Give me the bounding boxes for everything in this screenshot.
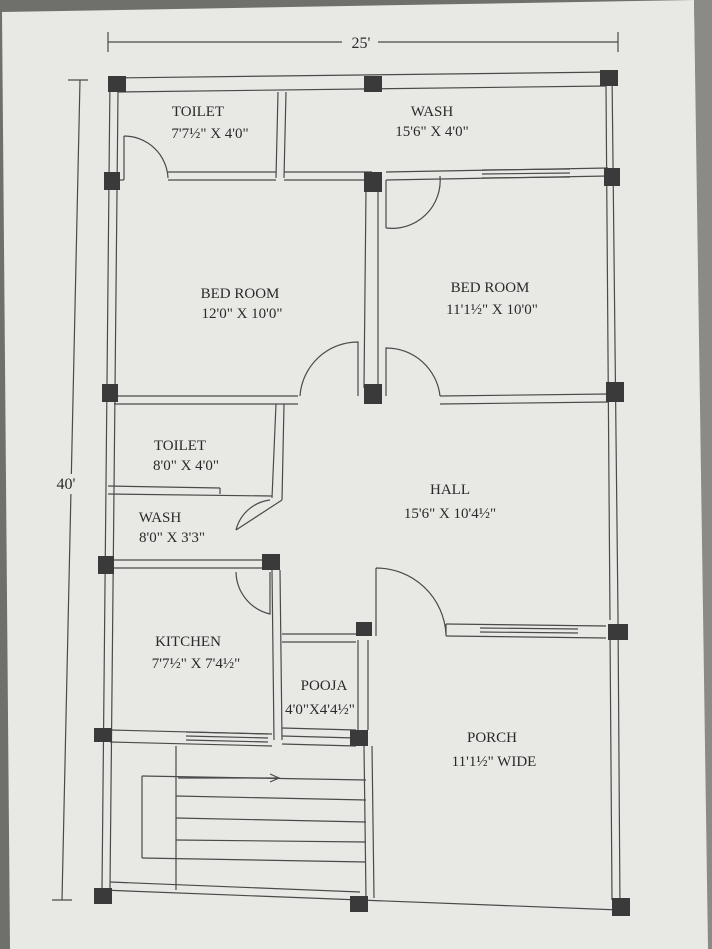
bedroom-left-name: BED ROOM [201,286,280,302]
kitchen-size: 7'7½" X 7'4½" [152,656,240,672]
kitchen-bottom-wall [109,729,357,747]
column [364,172,382,192]
column [604,168,620,186]
paper-shadow-edge [694,0,712,949]
column [350,896,368,912]
bedroom-right-size: 11'1½" X 10'0" [446,302,538,318]
column [350,730,368,746]
kitchen-name: KITCHEN [155,634,221,650]
bedroom-bottom-walls [114,393,609,405]
bedroom-partition-wall [363,189,379,389]
wash-mid-name: WASH [139,510,182,526]
column [364,384,382,404]
column [108,76,126,92]
column [94,728,112,742]
wash-top-size: 15'6" X 4'0" [395,124,468,140]
bedroom-right-door [385,347,441,397]
bedroom-left-door [299,341,359,397]
column [606,382,624,402]
bedroom-right-name: BED ROOM [451,280,530,296]
hall-size: 15'6" X 10'4½" [404,506,496,522]
outer-walls [101,71,621,911]
toilet-mid-size: 8'0" X 4'0" [153,458,219,474]
hall-name: HALL [430,482,470,498]
columns [94,70,630,916]
toilet-top-name: TOILET [172,104,224,120]
toilet-top-size: 7'7½" X 4'0" [171,126,248,142]
column [94,888,112,904]
column [356,622,372,636]
column [612,898,630,916]
column [98,556,114,574]
pooja-size: 4'0"X4'4½" [285,702,355,718]
column [600,70,618,86]
toilet-mid-name: TOILET [154,438,206,454]
toilet-mid-door [235,499,283,531]
column [364,76,382,92]
hall-main-door [375,567,447,636]
hall-bottom-wall [445,623,607,639]
mid-toilet-wash-walls [107,403,285,741]
pooja-walls [281,633,369,731]
column [102,384,118,402]
porch-name: PORCH [467,730,517,746]
doors [123,135,447,636]
pooja-name: POOJA [301,678,348,694]
wash-top-name: WASH [411,104,454,120]
wash-window [481,168,571,179]
overall-depth-label: 40' [57,476,76,493]
wash-mid-door [235,571,271,615]
column [104,172,120,190]
staircase [141,746,367,890]
toilet-top-door [123,135,169,180]
bedroom-left-size: 12'0" X 10'0" [202,306,283,322]
column [608,624,628,640]
porch-size: 11'1½" WIDE [452,754,537,770]
overall-width-label: 25' [352,35,371,52]
column [262,554,280,570]
wash-top-door [385,175,441,229]
wash-mid-size: 8'0" X 3'3" [139,530,205,546]
